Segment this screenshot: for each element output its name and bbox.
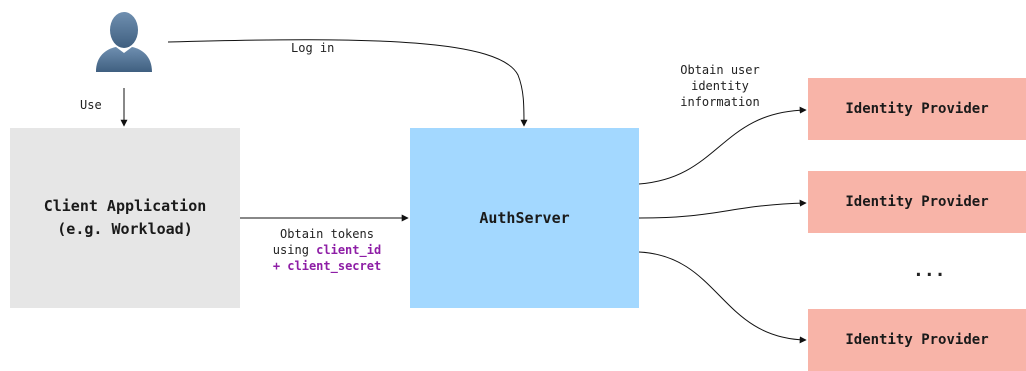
identity-provider-box-1: Identity Provider: [808, 78, 1026, 140]
obtain-tokens-line-3: + client_secret: [262, 258, 392, 274]
plus-text: +: [272, 259, 288, 273]
obtain-identity-line-1: Obtain user: [680, 63, 760, 77]
identity-provider-box-3: Identity Provider: [808, 309, 1026, 371]
client-subtitle: (e.g. Workload): [57, 220, 193, 238]
identity-provider-label: Identity Provider: [845, 101, 989, 117]
idp-arrow-1: [638, 106, 807, 185]
idp-arrow-2: [638, 199, 807, 219]
obtain-tokens-line-2: using client_id: [262, 242, 392, 258]
obtain-identity-line-2: identity: [691, 79, 749, 93]
use-label: Use: [80, 98, 102, 112]
identity-provider-box-2: Identity Provider: [808, 171, 1026, 233]
auth-server-label: AuthServer: [479, 209, 570, 227]
more-providers-ellipsis: ...: [913, 260, 946, 281]
obtain-tokens-label: Obtain tokens using client_id + client_s…: [262, 226, 392, 274]
client-id-token: client_id: [316, 243, 382, 257]
idp-arrow-3: [638, 251, 807, 344]
user-icon: [96, 12, 152, 72]
client-title: Client Application: [43, 197, 207, 215]
auth-server-box: AuthServer: [410, 128, 639, 308]
client-secret-token: client_secret: [287, 259, 382, 273]
identity-provider-label: Identity Provider: [845, 332, 989, 348]
client-application-box: Client Application (e.g. Workload): [10, 128, 240, 308]
obtain-identity-label: Obtain user identity information: [670, 62, 770, 110]
obtain-identity-line-3: information: [680, 95, 760, 109]
login-arrow: [167, 39, 528, 127]
login-label: Log in: [291, 41, 335, 55]
obtain-tokens-line-1: Obtain tokens: [280, 227, 374, 241]
using-text: using: [272, 243, 317, 257]
identity-provider-label: Identity Provider: [845, 194, 989, 210]
